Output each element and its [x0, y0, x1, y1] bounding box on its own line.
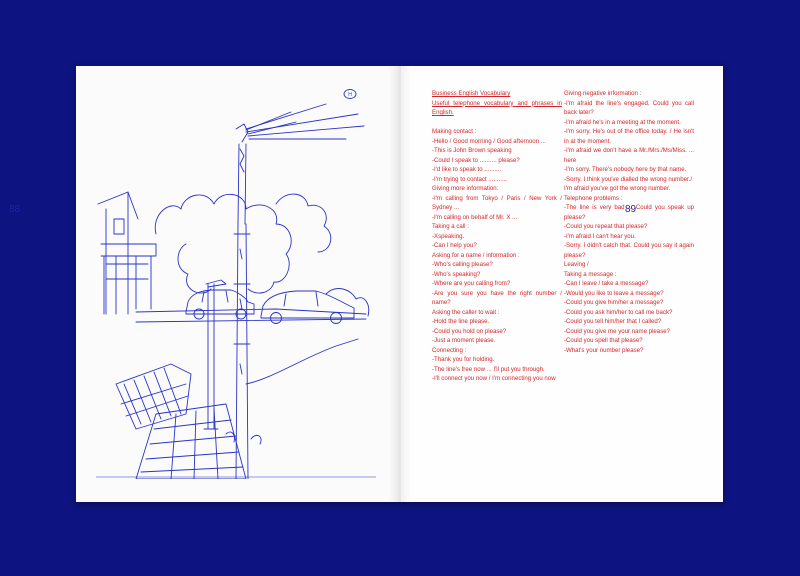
phrase-line: Taking a call :	[432, 223, 469, 230]
phrase-line: -Sorry. I think you've dialled the wrong…	[564, 175, 693, 183]
phrase-line: Leaving /	[564, 261, 589, 268]
phrase-line: I'm afraid you've got the wrong number.	[564, 185, 671, 192]
phrase-line: -I'm sorry. He's out of the office today…	[564, 128, 694, 145]
main-street-lamp-pole	[233, 123, 251, 479]
lamp-light-rays	[245, 103, 365, 140]
phrase-line: -I'll connect you now / I'm connecting y…	[432, 375, 556, 382]
phrase-line: -I'm afraid I can't hear you.	[564, 232, 636, 240]
phrase-line: -The line is very bad ... Could you spea…	[564, 204, 694, 221]
phrase-line: -Can I leave / take a message?	[564, 280, 649, 287]
phrase-line: -Xspeaking.	[432, 232, 465, 240]
phrase-line: -Could you give him/her a message?	[564, 299, 664, 306]
road-edge-far	[135, 318, 367, 323]
phrase-line: -Just a moment please.	[432, 337, 496, 344]
phrase-line: -I'm afraid we don't have a Mr./Mrs./Ms/…	[564, 147, 694, 164]
secondary-street-lamp	[203, 279, 227, 430]
phrase-line: -Could you give me your name please?	[564, 327, 671, 335]
page-number-right: 89	[625, 204, 637, 215]
phrase-line: -The line's free now ... I'll put you th…	[432, 365, 545, 373]
phrase-line: -Could I speak to .......... please?	[432, 156, 520, 164]
hedge-right	[325, 288, 370, 317]
pole-shadow	[245, 338, 359, 385]
phrase-line: -Who's speaking?	[432, 270, 481, 278]
phrase-line: -Can I help you?	[432, 242, 477, 249]
house-left	[97, 191, 157, 315]
phrase-line: -I'm afraid he's in a meeting at the mom…	[564, 118, 681, 126]
phrase-line: Connecting :	[432, 346, 467, 354]
tree-canopy	[154, 193, 332, 294]
phrase-line: -Thank you for holding.	[432, 356, 495, 363]
phrase-line: -What's your number please?	[564, 346, 644, 354]
phrase-line: -Could you spell that please?	[564, 337, 643, 344]
sketch-badge: H	[343, 89, 357, 99]
phrase-line: -I'm sorry. There's nobody here by that …	[564, 166, 687, 173]
car-right	[260, 290, 355, 324]
phrase-line: -I'm calling from Tokyo / Paris / New Yo…	[432, 194, 562, 212]
book-gutter	[389, 66, 411, 502]
brick-pavement	[135, 403, 247, 479]
page-number-left: 88	[9, 204, 21, 215]
phrase-line: Making contact :	[432, 128, 477, 135]
right-page	[399, 66, 723, 502]
phrase-line: Taking a message :	[564, 270, 617, 278]
hatched-fence	[115, 363, 192, 430]
street-sketch-illustration: H	[96, 89, 376, 479]
phrase-line: Business English Vocabulary	[432, 90, 511, 97]
phrase-line: -Where are you calling from?	[432, 280, 511, 287]
phrase-line: -Could you hold on please?	[432, 327, 507, 335]
phrase-line: -I'm trying to contact ...........	[432, 175, 507, 183]
phrase-line: -I'm calling on behalf of Mr. X ...	[432, 213, 518, 221]
phrase-line: -Hello / Good morning / Good afternoon .…	[432, 137, 546, 145]
sketch-badge-label: H	[348, 92, 352, 98]
phrase-line: -Hold the line please.	[432, 318, 490, 325]
phrase-line: -Could you repeat that please?	[564, 223, 648, 230]
pole-base-grass	[225, 431, 262, 445]
phrase-line: Giving more information:	[432, 185, 499, 192]
phrase-line: Telephone problems :	[564, 194, 623, 202]
car-left	[185, 289, 255, 320]
phrase-line: -This is John Brown speaking	[432, 147, 512, 154]
phrase-line: -Are you sure you have the right number …	[432, 289, 562, 307]
road-edge	[135, 308, 367, 315]
phrase-line: -I'd like to speak to ..........	[432, 166, 502, 173]
phrase-line: -I'm afraid the line's engaged. Could yo…	[564, 99, 694, 117]
phrase-line: -Who's calling please?	[432, 261, 493, 268]
phrase-line: Useful telephone vocabulary and phrases …	[432, 99, 562, 117]
book-spread: H	[76, 66, 723, 502]
phrase-line: -Could you ask him/her to call me back?	[564, 308, 673, 316]
phrase-line	[432, 118, 562, 128]
phrase-line: -Could you tell him/her that I called?	[564, 318, 662, 325]
phrase-column-2: Giving negative information : -I'm afraid…	[564, 89, 694, 355]
phrase-line: -Sorry. I didn't catch that. Could you s…	[564, 242, 694, 259]
phrase-line: -Would you like to leave a message?	[564, 289, 664, 297]
phrase-line: Asking the caller to wait :	[432, 308, 500, 316]
phrase-line: Giving negative information :	[564, 90, 642, 97]
phrase-line: Asking for a name / information :	[432, 251, 520, 259]
